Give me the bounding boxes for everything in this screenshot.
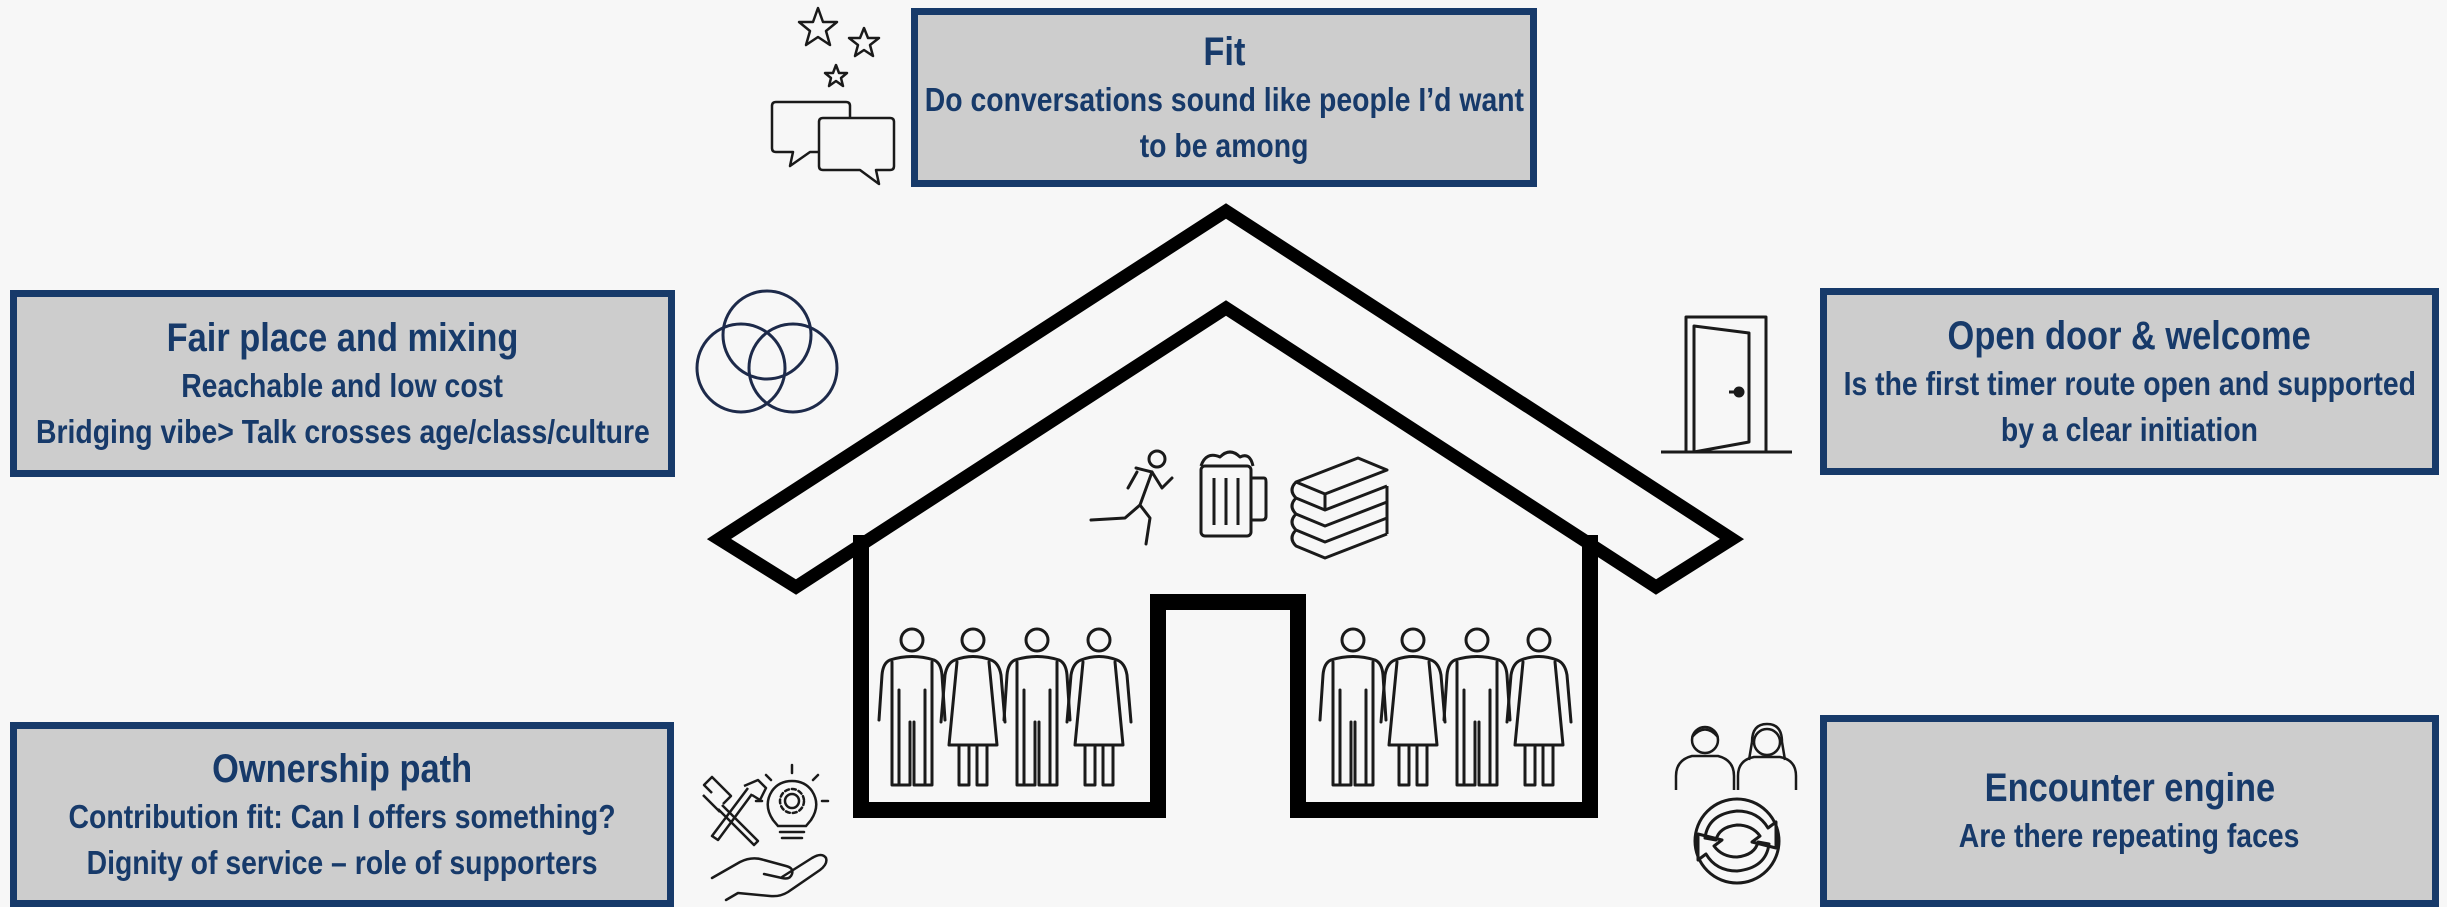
refresh-cycle-icon — [1693, 797, 1781, 885]
open-door-icon — [1661, 315, 1792, 454]
ownership-title: Ownership path — [212, 746, 472, 791]
fair-place-line-1: Reachable and low cost — [181, 366, 504, 404]
lightbulb-gear-icon — [754, 763, 830, 840]
man-figure-icon — [1002, 627, 1072, 787]
man-figure-icon — [1318, 627, 1388, 787]
speech-bubbles-icon — [770, 100, 896, 186]
fair-place-box: Fair place and mixing Reachable and low … — [10, 290, 675, 477]
open-door-title: Open door & welcome — [1947, 313, 2312, 358]
fair-place-line-2: Bridging vibe> Talk crosses age/class/cu… — [35, 412, 650, 450]
woman-figure-icon — [1065, 627, 1133, 787]
house-roof — [706, 203, 1745, 595]
open-door-line-1: Is the first timer route open and suppor… — [1843, 364, 2416, 402]
man-figure-icon — [1442, 627, 1512, 787]
encounter-line-1: Are there repeating faces — [1959, 817, 2300, 854]
books-stack-icon — [1290, 456, 1389, 560]
right-people-group — [1318, 627, 1573, 787]
ownership-line-1: Contribution fit: Can I offers something… — [68, 797, 616, 835]
ownership-box: Ownership path Contribution fit: Can I o… — [10, 722, 674, 907]
runner-icon — [1089, 449, 1174, 546]
open-hand-icon — [710, 853, 828, 902]
woman-figure-icon — [939, 627, 1007, 787]
left-people-group — [877, 627, 1133, 787]
fair-place-title: Fair place and mixing — [166, 315, 519, 360]
fit-line-1: Do conversations sound like people I’d w… — [924, 80, 1524, 118]
stars-icon — [797, 6, 881, 88]
fit-box: Fit Do conversations sound like people I… — [911, 8, 1537, 187]
encounter-box: Encounter engine Are there repeating fac… — [1820, 715, 2439, 907]
tools-icon — [702, 775, 768, 847]
open-door-line-2: by a clear initiation — [2000, 410, 2259, 448]
beer-mug-icon — [1199, 450, 1268, 538]
open-door-box: Open door & welcome Is the first timer r… — [1820, 288, 2439, 475]
house-body — [853, 535, 1598, 818]
man-figure-icon — [877, 627, 947, 787]
venn-circles-icon — [695, 289, 839, 414]
woman-figure-icon — [1379, 627, 1447, 787]
woman-figure-icon — [1505, 627, 1573, 787]
encounter-title: Encounter engine — [1984, 766, 2275, 810]
people-pair-icon — [1674, 722, 1798, 790]
fit-line-2: to be among — [1139, 126, 1309, 164]
fit-title: Fit — [1202, 29, 1246, 74]
ownership-line-2: Dignity of service – role of supporters — [86, 843, 598, 881]
